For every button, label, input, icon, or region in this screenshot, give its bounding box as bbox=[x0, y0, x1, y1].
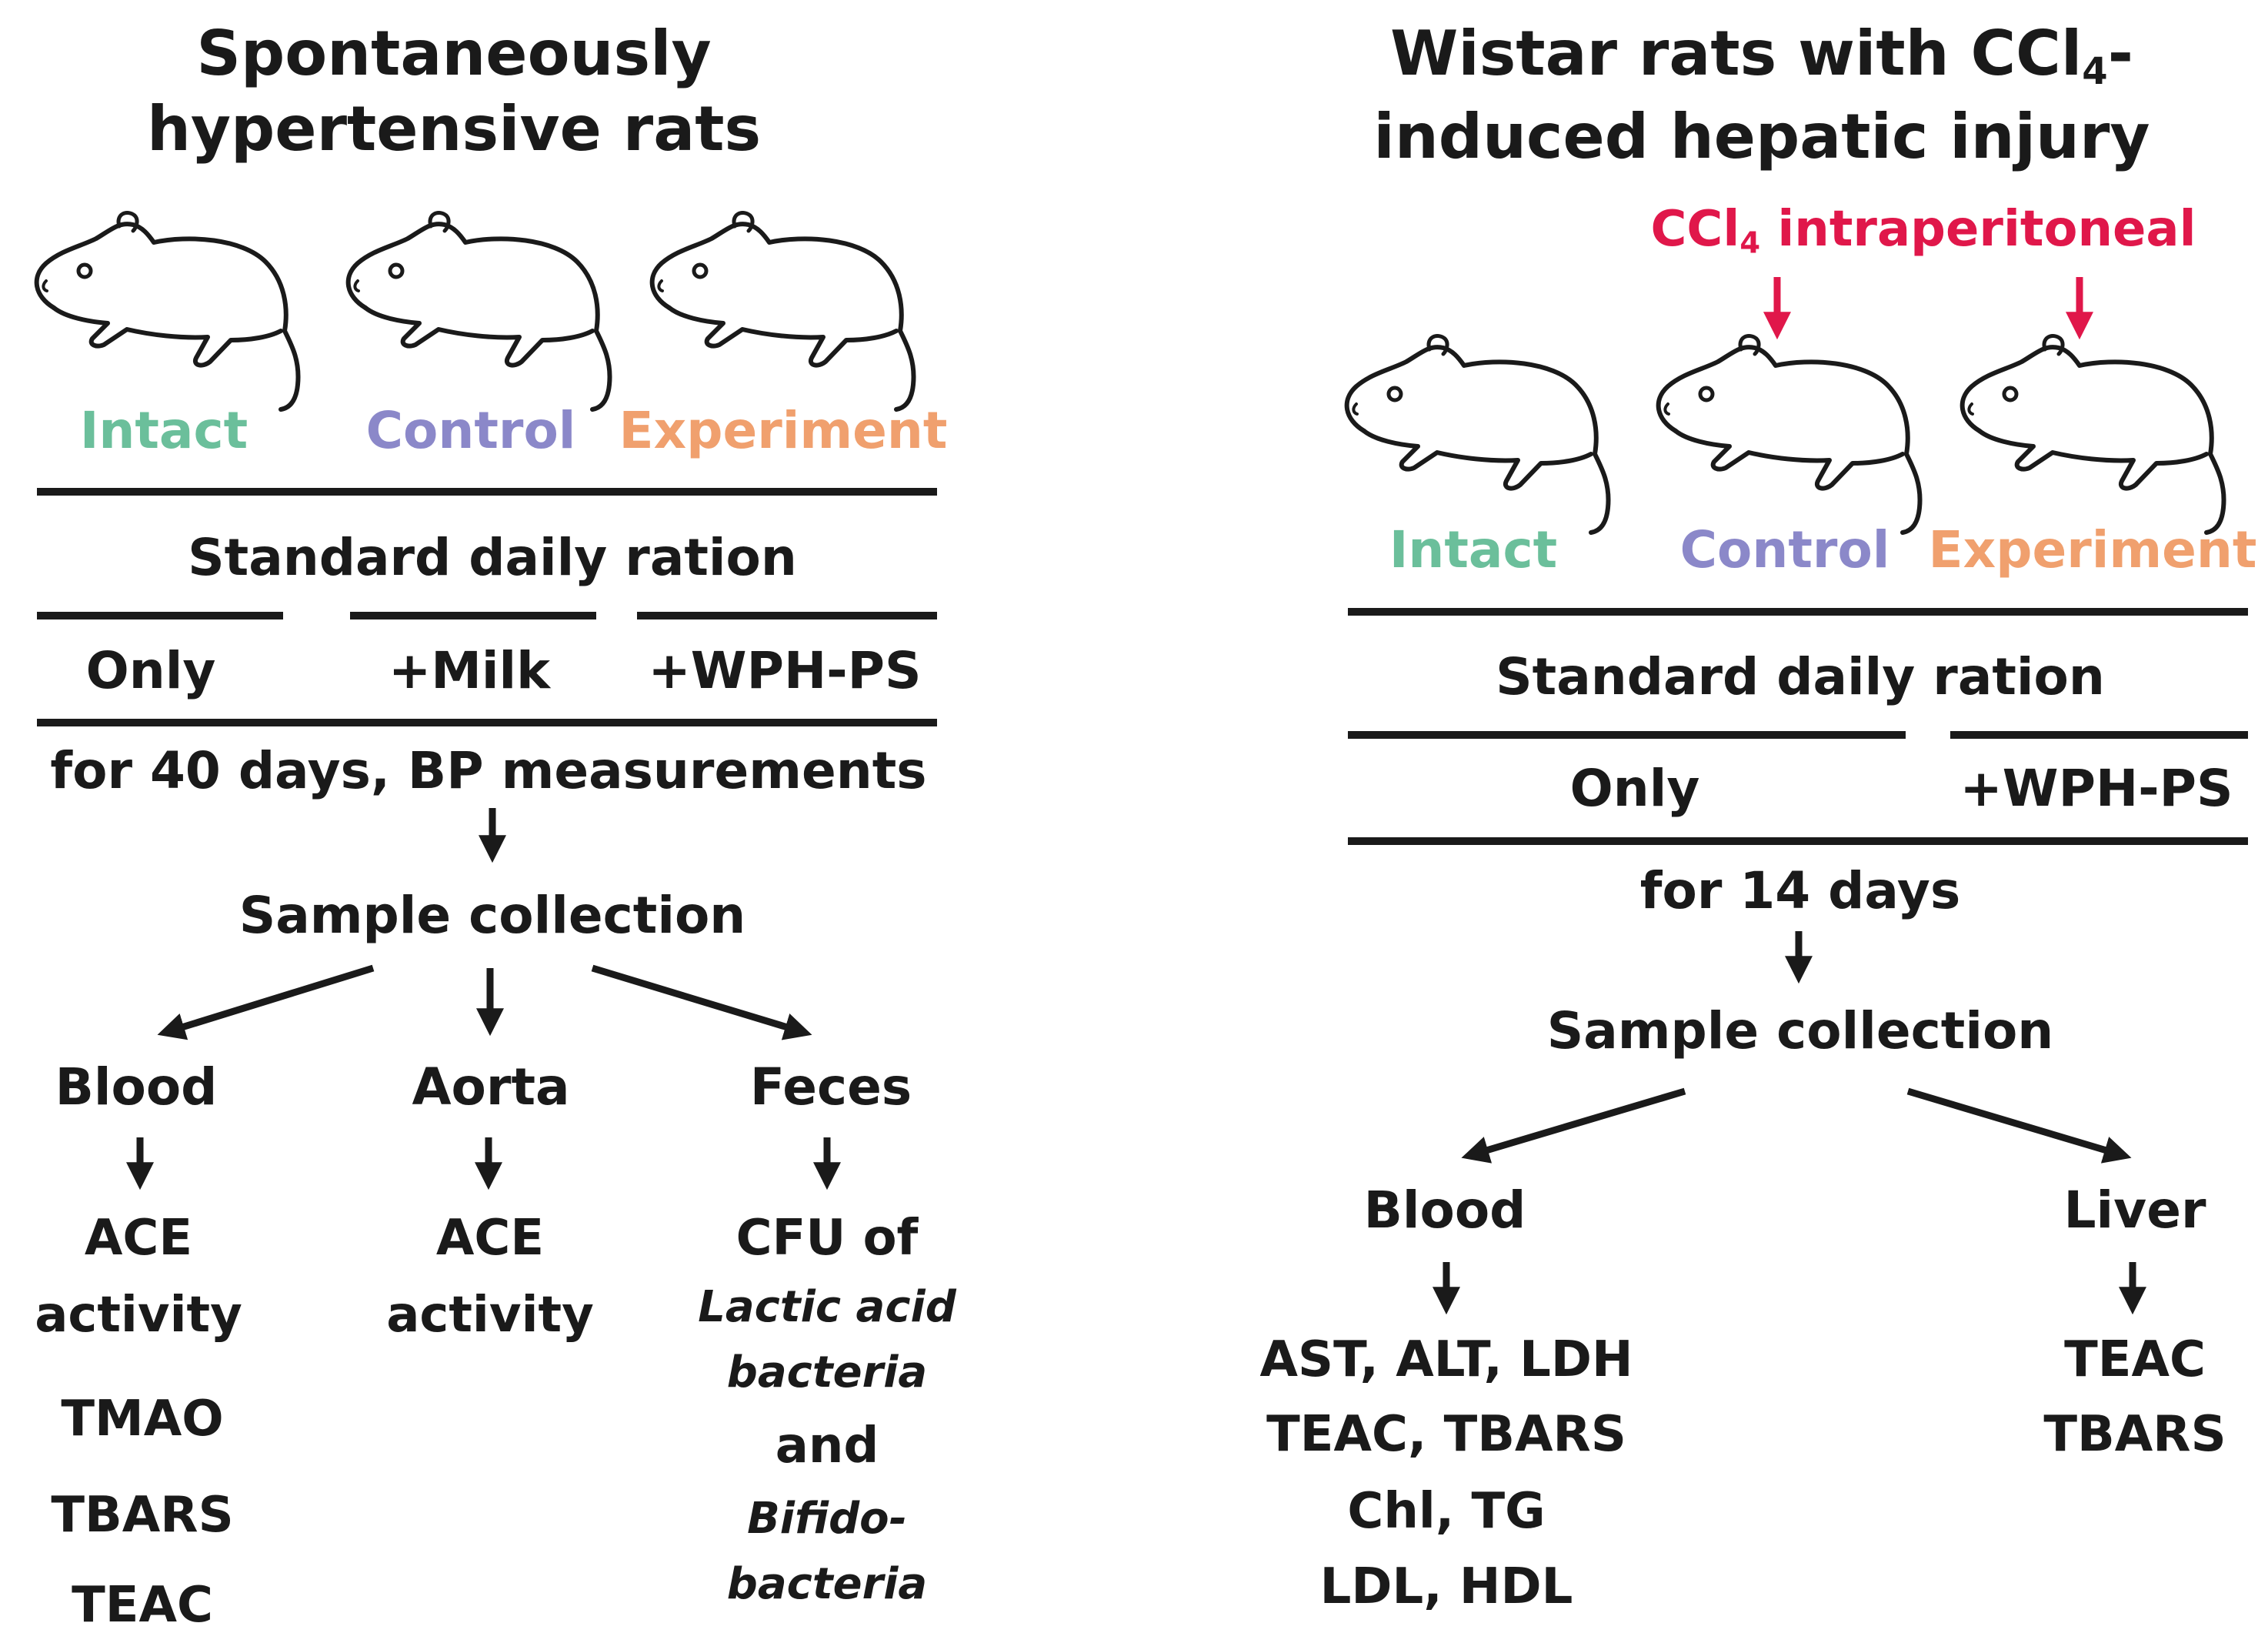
left-duration: for 40 days, BP measurements bbox=[50, 741, 927, 800]
right-blood-line4: LDL, HDL bbox=[1319, 1558, 1573, 1615]
right-rule-only bbox=[1348, 731, 1906, 739]
right-variant-wph: +WPH-PS bbox=[1959, 759, 2233, 818]
left-rule-milk bbox=[350, 612, 596, 619]
left-variant-only: Only bbox=[85, 641, 216, 700]
right-sample-collection: Sample collection bbox=[1546, 1001, 2054, 1060]
left-blood-ace: ACE bbox=[84, 1210, 193, 1267]
left-feces-and: and bbox=[775, 1418, 879, 1474]
left-aorta-activity: activity bbox=[386, 1287, 594, 1344]
left-title-line1: Spontaneously bbox=[196, 18, 712, 89]
right-group-intact: Intact bbox=[1389, 520, 1558, 579]
left-rule-wph bbox=[637, 612, 937, 619]
right-blood-line3: Chl, TG bbox=[1347, 1483, 1546, 1540]
right-variant-only: Only bbox=[1569, 759, 1700, 818]
left-blood-teac: TEAC bbox=[72, 1577, 213, 1634]
left-blood-activity: activity bbox=[35, 1287, 242, 1344]
left-title-line2: hypertensive rats bbox=[146, 93, 762, 165]
right-duration: for 14 days bbox=[1639, 861, 1961, 920]
left-aorta-ace: ACE bbox=[435, 1210, 545, 1267]
left-group-experiment: Experiment bbox=[619, 401, 948, 460]
left-feces-bacteria1: bacteria bbox=[726, 1347, 928, 1398]
right-sample-blood: Blood bbox=[1363, 1180, 1526, 1240]
arrow-to-left-blood bbox=[157, 964, 375, 1040]
right-rule-bottom bbox=[1348, 837, 2248, 845]
left-sample-blood: Blood bbox=[55, 1057, 218, 1117]
left-group-intact: Intact bbox=[79, 401, 248, 460]
arrow-to-left-feces bbox=[591, 964, 812, 1040]
right-rule-top bbox=[1348, 608, 2248, 616]
left-feces-cfu: CFU of bbox=[735, 1210, 919, 1267]
right-blood-line2: TEAC, TBARS bbox=[1266, 1406, 1626, 1463]
left-diet: Standard daily ration bbox=[188, 528, 797, 587]
left-rule-only bbox=[37, 612, 283, 619]
arrow-to-right-liver bbox=[1906, 1087, 2132, 1164]
left-blood-tmao: TMAO bbox=[61, 1391, 224, 1448]
arrow-to-right-blood bbox=[1461, 1087, 1686, 1164]
left-variant-wph: +WPH-PS bbox=[648, 641, 922, 700]
left-rule-top bbox=[37, 488, 937, 496]
left-feces-lactic: Lactic acid bbox=[698, 1282, 956, 1332]
right-sample-liver: Liver bbox=[2063, 1180, 2206, 1240]
left-sample-feces: Feces bbox=[749, 1057, 912, 1117]
right-group-control: Control bbox=[1679, 520, 1890, 579]
right-title-line1: Wistar rats with CCl4- bbox=[1390, 18, 2133, 93]
left-feces-bacteria2: bacteria bbox=[726, 1559, 928, 1609]
left-group-control: Control bbox=[365, 401, 576, 460]
right-liver-teac: TEAC bbox=[2064, 1331, 2206, 1388]
left-blood-tbars: TBARS bbox=[51, 1487, 234, 1544]
left-sample-aorta: Aorta bbox=[412, 1057, 570, 1117]
right-blood-line1: AST, ALT, LDH bbox=[1259, 1331, 1633, 1388]
injection-label: CCl4 intraperitoneal bbox=[1650, 201, 2196, 261]
right-liver-tbars: TBARS bbox=[2043, 1406, 2226, 1463]
right-diet: Standard daily ration bbox=[1496, 647, 2105, 706]
right-title-line2: induced hepatic injury bbox=[1373, 101, 2150, 172]
right-rule-wph bbox=[1950, 731, 2248, 739]
left-feces-bifido: Bifido- bbox=[747, 1494, 907, 1544]
left-variant-milk: +Milk bbox=[388, 641, 551, 700]
left-rule-bottom bbox=[37, 719, 937, 726]
right-group-experiment: Experiment bbox=[1928, 520, 2257, 579]
left-sample-collection: Sample collection bbox=[238, 886, 746, 945]
